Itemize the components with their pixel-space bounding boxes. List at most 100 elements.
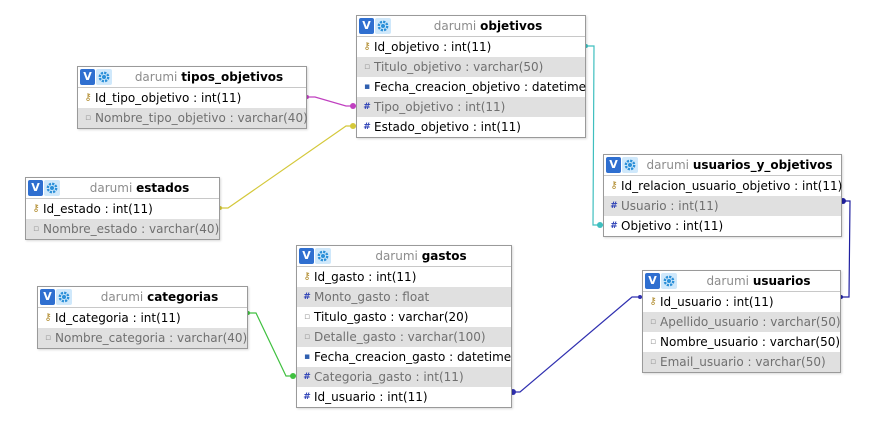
field-label: Id_usuario : int(11) xyxy=(660,295,774,309)
field-label: Id_tipo_objetivo : int(11) xyxy=(95,91,242,105)
field-label: Estado_objetivo : int(11) xyxy=(374,120,521,134)
key-icon: ⚷ xyxy=(84,92,92,103)
table-field-row[interactable]: ⚷Id_estado : int(11) xyxy=(26,199,219,219)
table-field-row[interactable]: ⚷Id_usuario : int(11) xyxy=(643,292,840,312)
relation-line[interactable] xyxy=(305,96,356,107)
table-field-row[interactable]: #Id_usuario : int(11) xyxy=(297,387,511,407)
field-label: Usuario : int(11) xyxy=(621,199,719,213)
field-label: Id_relacion_usuario_objetivo : int(11) xyxy=(621,179,843,193)
table-field-row[interactable]: ▪Fecha_creacion_gasto : datetime xyxy=(297,347,511,367)
table-field-row[interactable]: #Tipo_objetivo : int(11) xyxy=(357,97,585,117)
view-toggle-icon[interactable]: V xyxy=(299,248,314,264)
field-label: Monto_gasto : float xyxy=(314,290,430,304)
view-toggle-icon[interactable]: V xyxy=(645,273,660,289)
relation-endpoint xyxy=(350,123,356,129)
date-field-icon: ▪ xyxy=(303,352,311,362)
date-field-icon: ▪ xyxy=(363,82,371,92)
gear-icon[interactable] xyxy=(661,273,677,289)
table-field-row[interactable]: ▫Apellido_usuario : varchar(50) xyxy=(643,312,841,332)
relation-line[interactable] xyxy=(218,125,356,209)
table-name: estados xyxy=(136,181,190,195)
relation-endpoint xyxy=(350,103,356,109)
view-toggle-icon[interactable]: V xyxy=(28,180,43,196)
text-field-icon: ▫ xyxy=(649,317,657,327)
gear-icon[interactable] xyxy=(375,18,391,34)
table-field-row[interactable]: ▫Nombre_usuario : varchar(50) xyxy=(643,332,840,352)
table-field-row[interactable]: ▫Titulo_objetivo : varchar(50) xyxy=(357,57,585,77)
gear-icon[interactable] xyxy=(315,248,331,264)
relation-line[interactable] xyxy=(584,45,603,226)
view-toggle-icon[interactable]: V xyxy=(359,18,374,34)
field-label: Titulo_gasto : varchar(20) xyxy=(314,310,469,324)
table-field-row[interactable]: #Estado_objetivo : int(11) xyxy=(357,117,585,137)
table-title: darumi gastos xyxy=(335,246,507,266)
table-name: categorias xyxy=(147,290,219,304)
table-field-row[interactable]: ▫Nombre_tipo_objetivo : varchar(40) xyxy=(78,108,308,128)
view-toggle-icon[interactable]: V xyxy=(80,69,95,85)
table-field-row[interactable]: ▪Fecha_creacion_objetivo : datetime xyxy=(357,77,587,97)
table-field-row[interactable]: ▫Nombre_estado : varchar(40) xyxy=(26,219,219,239)
table-field-row[interactable]: ▫Detalle_gasto : varchar(100) xyxy=(297,327,511,347)
text-field-icon: ▫ xyxy=(649,357,657,367)
relation-line[interactable] xyxy=(246,312,296,377)
table-field-row[interactable]: ⚷Id_gasto : int(11) xyxy=(297,267,511,287)
field-label: Fecha_creacion_objetivo : datetime xyxy=(374,80,587,94)
table-field-row[interactable]: #Categoria_gasto : int(11) xyxy=(297,367,511,387)
gear-icon[interactable] xyxy=(622,157,638,173)
gear-icon[interactable] xyxy=(56,289,72,305)
table-field-row[interactable]: ▫Email_usuario : varchar(50) xyxy=(643,352,840,372)
field-label: Email_usuario : varchar(50) xyxy=(660,355,826,369)
table-field-row[interactable]: ⚷Id_relacion_usuario_objetivo : int(11) xyxy=(604,176,843,196)
key-icon: ⚷ xyxy=(610,180,618,191)
table-name: gastos xyxy=(421,249,467,263)
text-field-icon: ▫ xyxy=(44,333,52,343)
gear-icon[interactable] xyxy=(44,180,60,196)
database-name: darumi xyxy=(100,290,144,304)
table-field-row[interactable]: ▫Nombre_categoria : varchar(40) xyxy=(38,328,247,348)
table-field-row[interactable]: ▫Titulo_gasto : varchar(20) xyxy=(297,307,511,327)
relation-line[interactable] xyxy=(510,296,642,393)
table-title: darumi tipos_objetivos xyxy=(116,67,302,87)
table-title: darumi estados xyxy=(64,178,215,198)
table-title: darumi usuarios xyxy=(681,271,836,291)
numeric-field-icon: # xyxy=(610,201,618,211)
view-toggle-icon[interactable]: V xyxy=(40,289,55,305)
table-field-row[interactable]: #Monto_gasto : float xyxy=(297,287,511,307)
field-label: Nombre_tipo_objetivo : varchar(40) xyxy=(95,111,308,125)
text-field-icon: ▫ xyxy=(649,337,657,347)
database-name: darumi xyxy=(706,274,749,288)
field-label: Id_categoria : int(11) xyxy=(55,311,181,325)
table-name: usuarios xyxy=(752,274,811,288)
table-field-row[interactable]: #Usuario : int(11) xyxy=(604,196,841,216)
database-name: darumi xyxy=(646,158,689,172)
field-label: Id_usuario : int(11) xyxy=(314,390,428,404)
gear-icon[interactable] xyxy=(96,69,112,85)
relation-endpoint xyxy=(290,373,296,379)
numeric-field-icon: # xyxy=(303,392,311,402)
table-field-row[interactable]: ⚷Id_tipo_objetivo : int(11) xyxy=(78,88,306,108)
table-field-row[interactable]: ⚷Id_objetivo : int(11) xyxy=(357,37,585,57)
view-toggle-icon[interactable]: V xyxy=(606,157,621,173)
database-name: darumi xyxy=(433,19,477,33)
table-field-row[interactable]: #Objetivo : int(11) xyxy=(604,216,841,236)
key-icon: ⚷ xyxy=(44,312,52,323)
key-icon: ⚷ xyxy=(363,41,371,52)
database-name: darumi xyxy=(89,181,133,195)
table-field-row[interactable]: ⚷Id_categoria : int(11) xyxy=(38,308,247,328)
field-label: Id_estado : int(11) xyxy=(43,202,153,216)
key-icon: ⚷ xyxy=(303,271,311,282)
